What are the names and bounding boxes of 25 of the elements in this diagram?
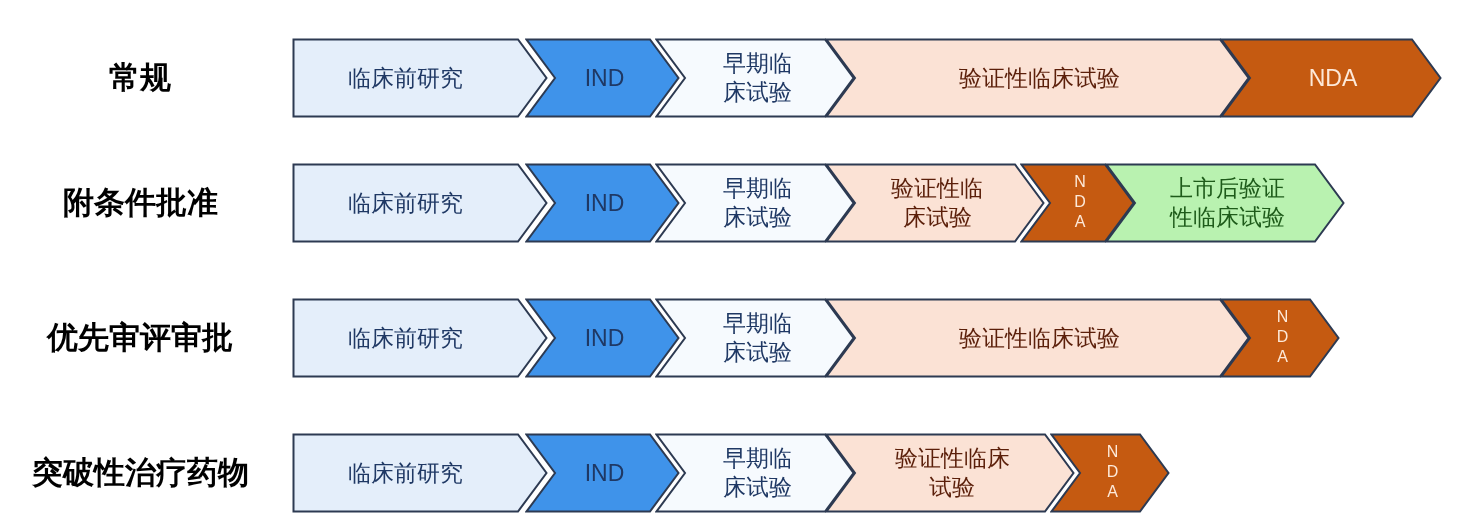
step-label: NDA (1307, 63, 1359, 93)
row-label: 常规 (109, 58, 171, 97)
step-label: NDA (1103, 443, 1121, 503)
step-label: NDA (1070, 173, 1089, 233)
step-label: IND (583, 188, 626, 218)
step-label: IND (583, 63, 626, 93)
step-label: 临床前研究 (346, 458, 464, 488)
step-label: 验证性临床试验 (958, 63, 1121, 93)
row-label: 优先审评审批 (47, 318, 233, 357)
row-label: 突破性治疗药物 (31, 453, 249, 492)
step-label: 临床前研究 (346, 188, 464, 218)
step-label: 临床前研究 (346, 63, 464, 93)
step-label: 早期临床试验 (721, 444, 793, 502)
step-label: 早期临床试验 (721, 49, 793, 107)
step-label: NDA (1273, 308, 1291, 368)
step-label: 验证性临床试验 (958, 323, 1121, 353)
step-label: 上市后验证性临床试验 (1168, 174, 1286, 232)
step-label: IND (583, 323, 626, 353)
step-label: 早期临床试验 (721, 174, 793, 232)
step-label: IND (583, 458, 626, 488)
row-label: 附条件批准 (62, 183, 218, 222)
step-label: 验证性临床试验 (893, 444, 1011, 502)
step-label: 早期临床试验 (721, 309, 793, 367)
step-label: 验证性临床试验 (890, 174, 984, 232)
step-label: 临床前研究 (346, 323, 464, 353)
